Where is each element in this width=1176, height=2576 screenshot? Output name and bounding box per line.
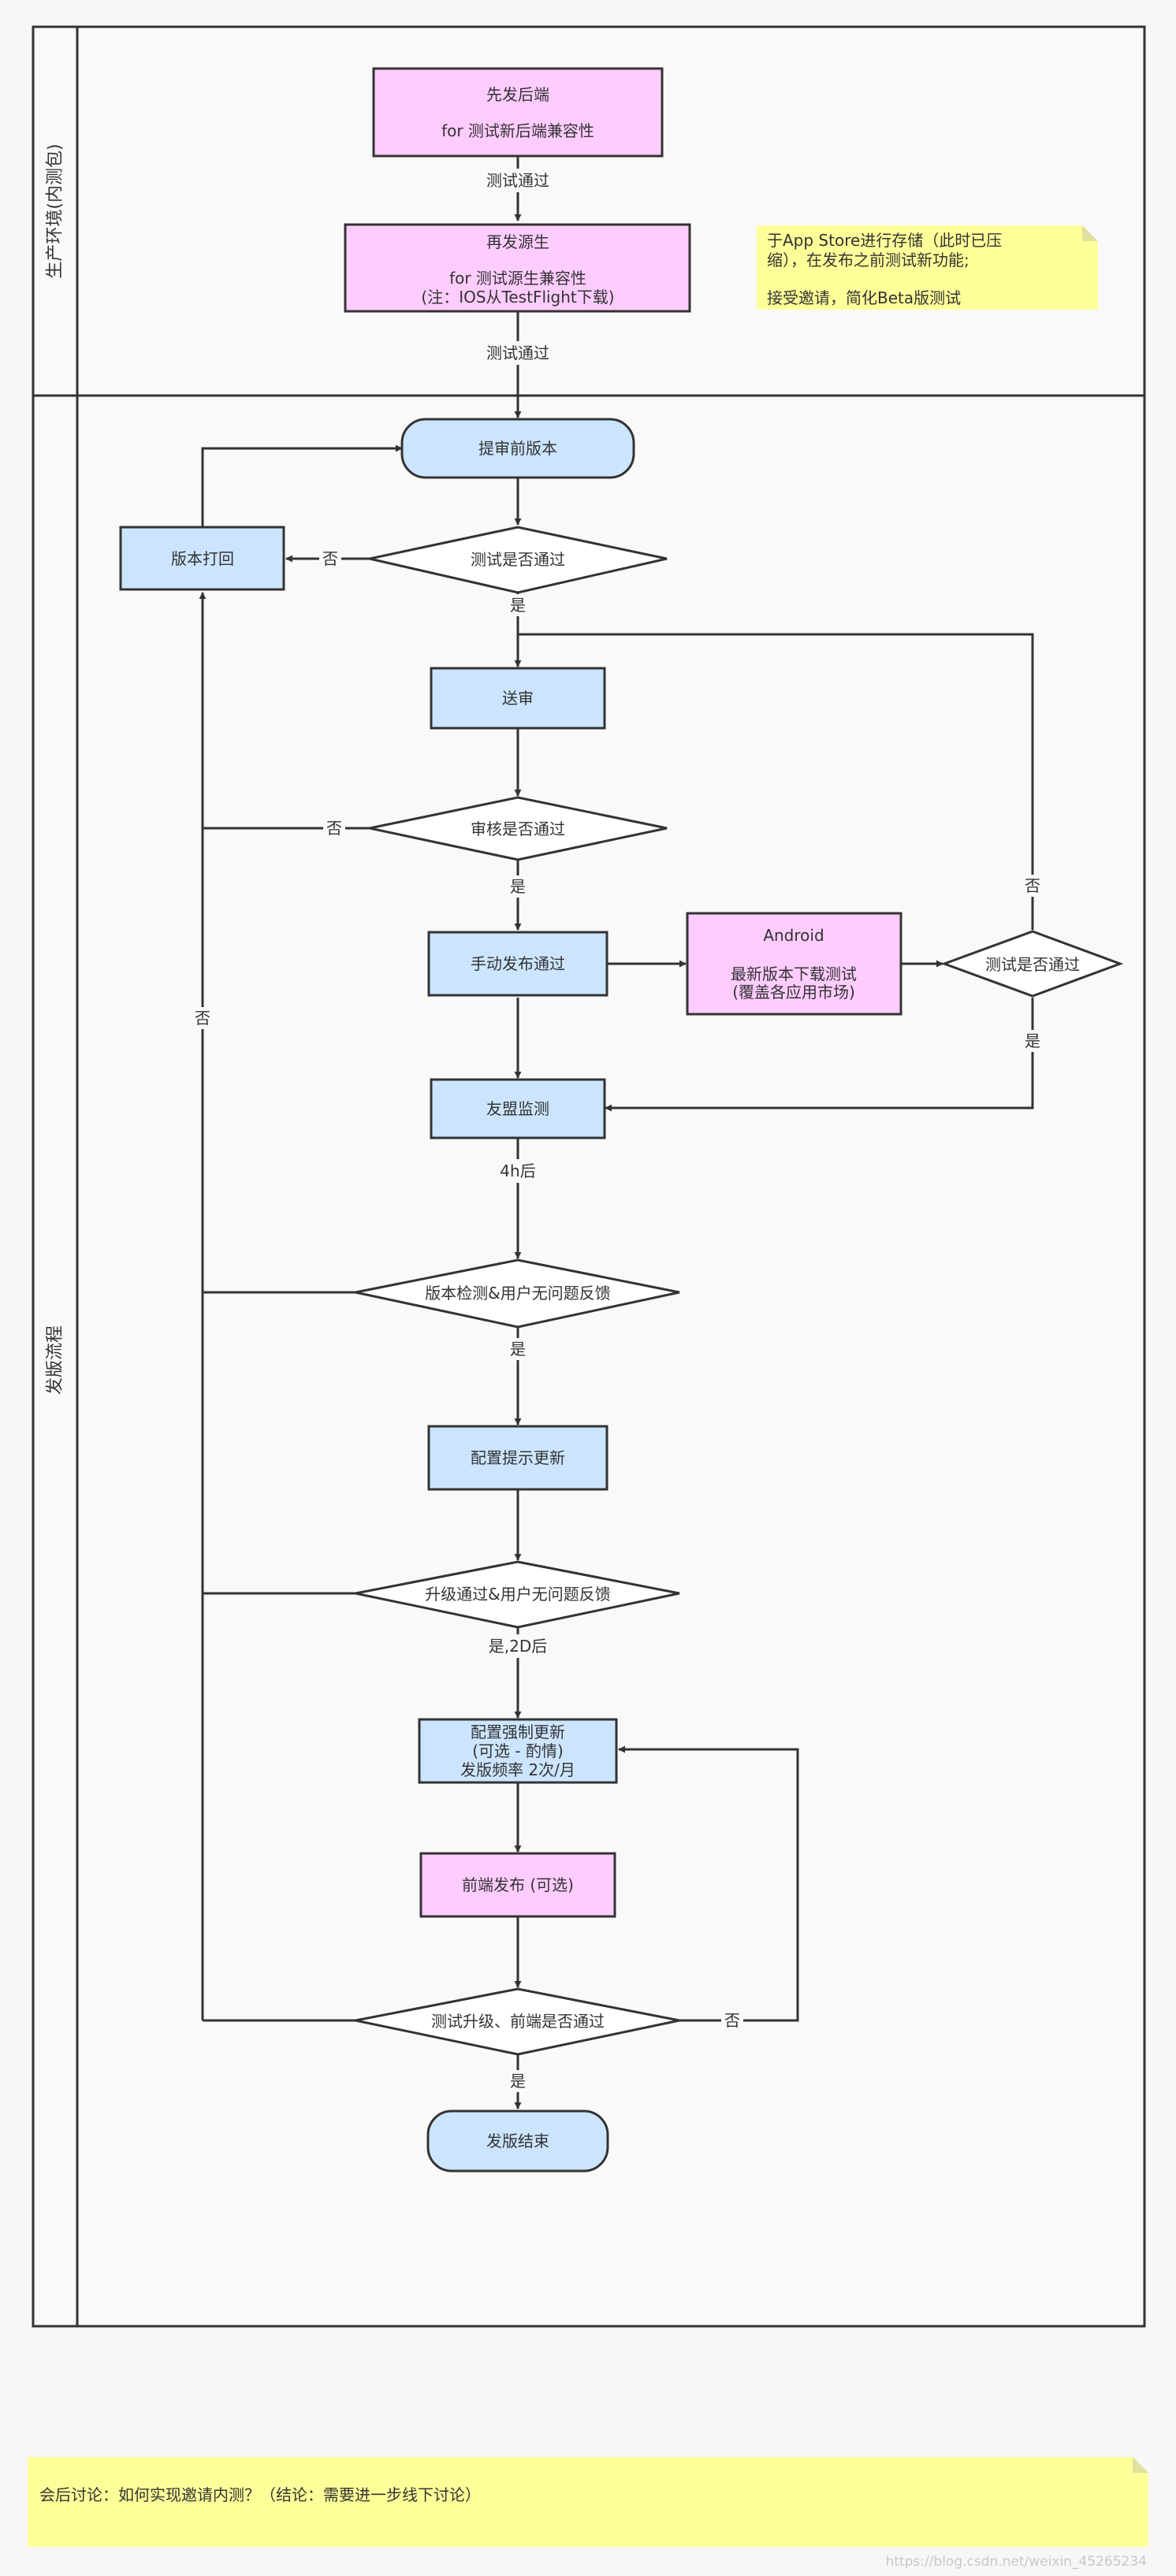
note-appstore-line4: 接受邀请，简化Beta版测试: [767, 288, 961, 307]
note-meeting-text: 会后讨论：如何实现邀请内测？（结论：需要进一步线下讨论）: [39, 2485, 481, 2504]
node-config-force-update-line2: (可选 - 酌情): [472, 1741, 564, 1760]
node-pre-review: 提审前版本: [400, 418, 635, 479]
node-submit-review: 送审: [430, 667, 606, 730]
label-yes-2d: 是,2D后: [489, 1637, 547, 1656]
node-backend-first: 先发后端 for 测试新后端兼容性: [372, 67, 664, 158]
node-test-pass-q-label: 测试是否通过: [471, 550, 565, 569]
node-frontend-test-q: 测试升级、前端是否通过: [355, 1987, 680, 2056]
label-no-right: 否: [1025, 876, 1040, 895]
node-native-next-line4: (注：IOS从TestFlight下载): [421, 288, 614, 307]
note-meeting: 会后讨论：如何实现邀请内测？（结论：需要进一步线下讨论）: [28, 2457, 1148, 2547]
label-after-4h: 4h后: [500, 1162, 535, 1180]
node-test-pass-q2: 测试是否通过: [940, 930, 1124, 998]
node-test-pass-q2-label: 测试是否通过: [985, 955, 1080, 974]
node-review-pass-q: 审核是否通过: [369, 796, 668, 861]
node-end-label: 发版结束: [486, 2132, 549, 2150]
node-config-force-update-line3: 发版频率 2次/月: [460, 1760, 575, 1779]
label-test-passed-1: 测试通过: [486, 171, 549, 190]
label-no-left: 否: [195, 1009, 210, 1028]
node-version-check-q-label: 版本检测&用户无问题反馈: [425, 1284, 611, 1303]
note-appstore: 于App Store进行存储（此时已压 缩），在发布之前测试新功能; 接受邀请，…: [757, 225, 1098, 310]
node-umeng-monitor-label: 友盟监测: [486, 1099, 549, 1118]
node-backend-first-line1: 先发后端: [486, 85, 549, 104]
node-android: Android 最新版本下载测试 (覆盖各应用市场): [686, 912, 902, 1016]
node-umeng-monitor: 友盟监测: [430, 1078, 606, 1139]
node-upgrade-pass-q: 升级通过&用户无问题反馈: [355, 1560, 680, 1629]
edge-labels: 测试通过 测试通过 否 是 否 是 否 是 否 4h后 是 是,2D后 否 是: [192, 169, 1044, 2092]
edge-testq2-no-back: [518, 633, 1034, 930]
label-yes-3: 是: [510, 1340, 526, 1359]
node-version-check-q: 版本检测&用户无问题反馈: [355, 1258, 680, 1329]
node-android-line1: Android: [763, 926, 824, 945]
node-frontend-release: 前端发布 (可选): [419, 1852, 616, 1918]
node-frontend-release-label: 前端发布 (可选): [462, 1875, 574, 1894]
node-config-update-prompt-label: 配置提示更新: [471, 1448, 565, 1467]
node-pre-review-label: 提审前版本: [478, 439, 557, 458]
label-no-1: 否: [322, 549, 338, 568]
node-review-pass-q-label: 审核是否通过: [471, 820, 565, 838]
node-backend-first-line3: for 测试新后端兼容性: [441, 121, 594, 140]
node-manual-release: 手动发布通过: [427, 931, 608, 997]
node-config-update-prompt: 配置提示更新: [427, 1425, 608, 1491]
label-test-passed-2: 测试通过: [486, 344, 549, 362]
node-manual-release-label: 手动发布通过: [471, 954, 565, 973]
node-upgrade-pass-q-label: 升级通过&用户无问题反馈: [425, 1585, 611, 1604]
node-rollback: 版本打回: [119, 526, 285, 591]
label-no-bottom: 否: [724, 2011, 740, 2030]
node-native-next: 再发源生 for 测试源生兼容性 (注：IOS从TestFlight下载): [344, 223, 691, 313]
node-android-line3: 最新版本下载测试: [731, 965, 857, 983]
label-no-2: 否: [326, 819, 342, 838]
node-native-next-line3: for 测试源生兼容性: [449, 269, 586, 288]
node-android-line4: (覆盖各应用市场): [732, 983, 855, 1002]
node-frontend-test-q-label: 测试升级、前端是否通过: [431, 2012, 605, 2031]
lane-title-release: 发版流程: [46, 1325, 65, 1395]
node-end: 发版结束: [426, 2109, 609, 2173]
note-appstore-line1: 于App Store进行存储（此时已压: [767, 231, 1002, 250]
node-config-force-update-line1: 配置强制更新: [471, 1723, 565, 1741]
node-native-next-line1: 再发源生: [486, 232, 549, 251]
note-appstore-line2: 缩），在发布之前测试新功能;: [767, 251, 969, 269]
node-submit-review-label: 送审: [502, 689, 534, 708]
node-test-pass-q: 测试是否通过: [369, 526, 668, 594]
label-yes-right: 是: [1025, 1032, 1040, 1050]
node-config-force-update: 配置强制更新 (可选 - 酌情) 发版频率 2次/月: [418, 1718, 618, 1784]
lane-title-production: 生产环境(内测包): [46, 143, 65, 278]
watermark: https://blog.csdn.net/weixin_45265234: [885, 2554, 1147, 2570]
label-yes-end: 是: [510, 2072, 526, 2091]
node-rollback-label: 版本打回: [171, 549, 234, 568]
edge-rollback-to-prereview: [201, 444, 403, 527]
label-yes-1: 是: [510, 596, 526, 615]
label-yes-2: 是: [510, 877, 526, 896]
